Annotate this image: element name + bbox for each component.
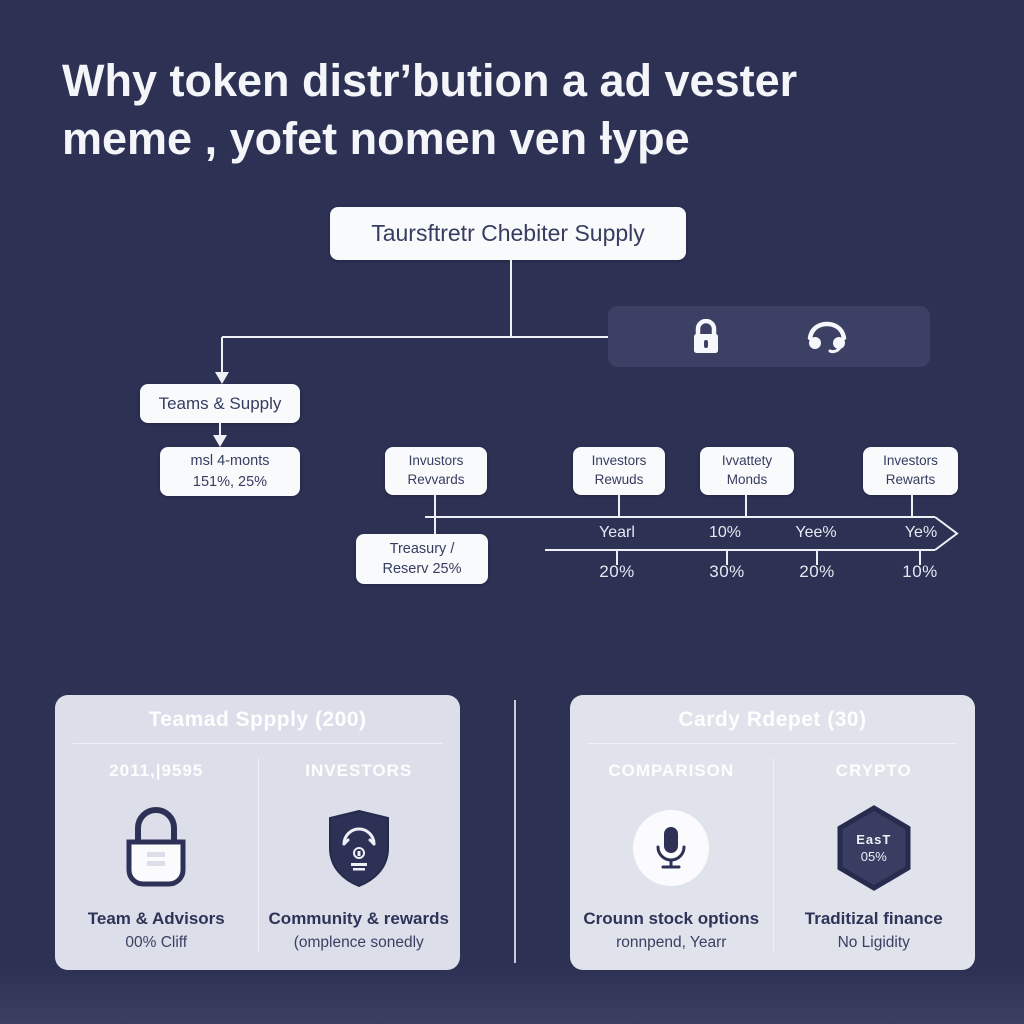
child-box-investors-1: Invustors Revvards [385, 447, 487, 495]
card-right-column-1: COMPARISON Crounn stock options ronnpend… [570, 744, 773, 970]
card-right-col2-header: CRYPTO [835, 761, 912, 780]
card-team-supply: Teamad Sppply (200) 2011,|9595 Team & Ad… [55, 695, 460, 970]
root-supply-label: Taursftretr Chebiter Supply [371, 220, 645, 246]
card-right-title: Cardy Rdepet (30) [678, 708, 867, 731]
card-right-col1-header: COMPARISON [608, 761, 735, 780]
child-1-line-1: Invustors [408, 453, 464, 469]
root-supply-box: Taursftretr Chebiter Supply [330, 207, 686, 260]
timeline-pct-3: 20% [799, 562, 835, 581]
title-line-1: Why token distrʼbution a ad vester [62, 55, 798, 106]
timeline-pct-1: 20% [599, 562, 635, 581]
timeline-pct-2: 30% [709, 562, 745, 581]
treasury-line-1: Treasury / [389, 540, 455, 557]
card-left-col2-line2: (omplence sonedly [293, 934, 424, 951]
months-line-2: 151%, 25% [192, 473, 268, 490]
timeline-band-label-4: Ye% [904, 524, 938, 541]
child-2-line-2: Rewuds [594, 472, 644, 487]
lock-icon [693, 318, 718, 353]
card-right-column-2: CRYPTO EasT 05% Traditizal finance No Li… [773, 744, 976, 970]
card-left-title-divider [73, 743, 442, 744]
treasury-line-2: Reserv 25% [382, 561, 462, 577]
card-right-col1-line1: Crounn stock options [583, 909, 760, 928]
card-right-column-divider [772, 758, 774, 952]
timeline-band-label-3: Yee% [795, 524, 837, 541]
hexagon-badge-line2: 05% [860, 849, 887, 864]
card-right-col2-line2: No Ligidity [837, 934, 910, 951]
card-right-col2-line1: Traditizal finance [804, 909, 943, 928]
hexagon-badge-icon: EasT 05% [834, 805, 914, 891]
child-box-investors-2: Investors Rewuds [573, 447, 665, 495]
card-left-col1-header: 2011,|9595 [109, 761, 204, 780]
headphones-icon [807, 321, 846, 353]
card-left-title: Teamad Sppply (200) [148, 708, 367, 731]
months-line-1: msl 4-monts [190, 453, 270, 470]
card-left-column-1: 2011,|9595 Team & Advisors 00% Cliff [55, 744, 258, 970]
shield-gauge-icon [328, 809, 389, 888]
child-4-line-1: Investors [883, 453, 938, 469]
cards-divider [514, 700, 516, 963]
microphone-icon [633, 810, 710, 886]
timeline-band-label-1: Yearl [599, 524, 635, 541]
child-box-investors-3: Ivvattety Monds [700, 447, 794, 495]
title-line-2: meme , yofet nomen ven ƚype [62, 112, 690, 164]
child-3-line-2: Monds [726, 472, 768, 487]
card-left-column-2: INVESTORS Community & rewards (omplence [258, 744, 461, 970]
teams-supply-label: Teams & Supply [158, 393, 282, 413]
card-left-col1-line2: 00% Cliff [125, 934, 188, 951]
child-box-investors-4: Investors Rewarts [863, 447, 958, 495]
lock-icon [126, 807, 186, 887]
months-box: msl 4-monts 151%, 25% [160, 447, 300, 496]
arrowhead-icons [213, 372, 229, 447]
hexagon-badge-line1: EasT [856, 832, 892, 847]
child-1-line-2: Revvards [407, 472, 465, 487]
treasury-box: Treasury / Reserv 25% [356, 534, 488, 584]
page-title: Why token distrʼbution a ad vester meme … [62, 52, 982, 167]
teams-supply-box: Teams & Supply [140, 384, 300, 423]
card-left-column-divider [257, 758, 259, 952]
icon-bar [608, 306, 930, 367]
card-right-title-divider [588, 743, 957, 744]
card-left-col2-header: INVESTORS [305, 761, 413, 780]
timeline-pct-4: 10% [902, 562, 938, 581]
card-right-col1-line2: ronnpend, Yearr [616, 934, 727, 951]
card-comparison: Cardy Rdepet (30) COMPARISON Croun [570, 695, 975, 970]
child-3-line-1: Ivvattety [721, 453, 773, 469]
card-left-col1-line1: Team & Advisors [87, 909, 225, 928]
timeline-band-label-2: 10% [708, 524, 742, 541]
card-left-col2-line1: Community & rewards [268, 909, 449, 928]
child-4-line-2: Rewarts [885, 472, 936, 487]
child-2-line-1: Investors [591, 453, 647, 469]
